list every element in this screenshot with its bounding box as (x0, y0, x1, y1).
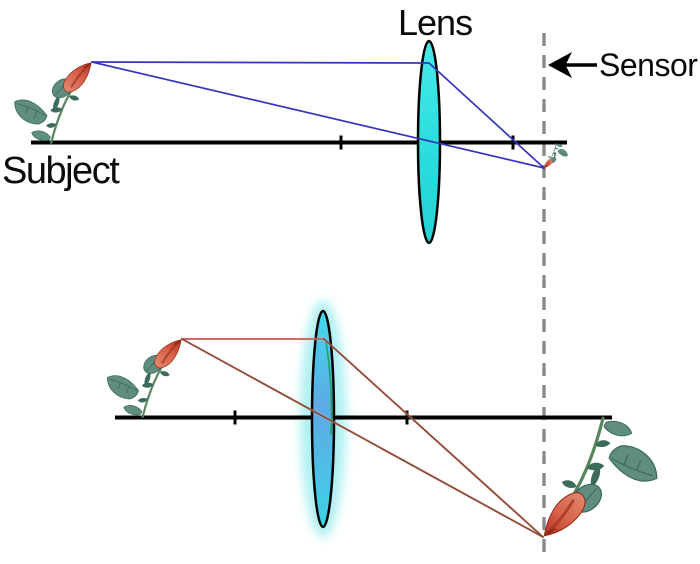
bottom-lens (310, 309, 336, 529)
top-parallel-ray (91, 61, 545, 169)
top-lens (416, 39, 442, 245)
bottom-rays (181, 338, 544, 538)
bottom-lens-green-edge (325, 340, 333, 436)
subject-label: Subject (2, 150, 120, 192)
subject-flower-bottom (106, 338, 183, 418)
top-diagram (13, 39, 568, 245)
sensor-arrow-head (548, 52, 572, 78)
subject-flower-top (13, 61, 93, 144)
image-flower-bottom (542, 416, 659, 538)
bottom-diagram (106, 300, 659, 538)
diagram-render-root (13, 33, 659, 561)
sensor-label: Sensor (599, 47, 698, 83)
image-flower-top (543, 142, 568, 169)
bottom-parallel-ray-refracted (323, 338, 544, 538)
lens-label: Lens (398, 2, 473, 43)
bottom-chief-ray (181, 338, 544, 538)
top-chief-ray (91, 61, 545, 169)
top-rays (91, 61, 545, 169)
